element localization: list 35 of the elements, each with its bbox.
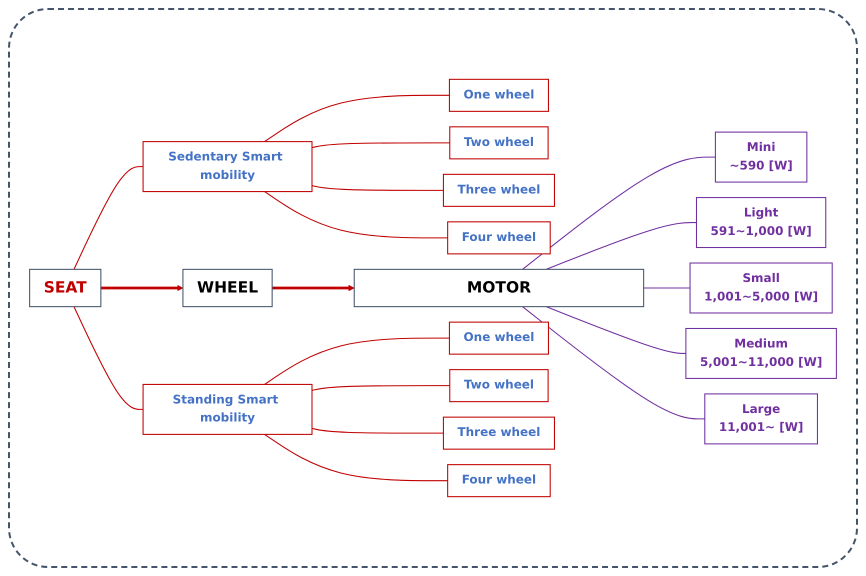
node-box: MOTOR	[354, 268, 644, 308]
node-box: Small 1,001~5,000 [W]	[690, 262, 833, 314]
connector	[522, 306, 705, 420]
node-box: One wheel	[448, 78, 549, 112]
node-box: Four wheel	[447, 221, 551, 254]
connector	[264, 191, 448, 238]
node-box: Standing Smart mobility	[142, 384, 313, 435]
node-box: Large 11,001~ [W]	[704, 393, 818, 444]
connector	[264, 94, 450, 142]
node-box: Mini ~590 [W]	[714, 132, 808, 183]
connector	[264, 434, 448, 482]
node-box: Sedentary Smart mobility	[142, 141, 313, 192]
connector	[522, 156, 716, 270]
connector	[644, 287, 690, 289]
connector	[546, 222, 696, 270]
connector	[312, 185, 444, 191]
node-box: Medium 5,001~11,000 [W]	[685, 328, 837, 379]
node-box: SEAT	[29, 268, 102, 308]
node-box: Light 591~1,000 [W]	[696, 197, 826, 248]
connector	[546, 306, 686, 354]
node-box: Two wheel	[449, 369, 549, 402]
connector	[73, 166, 144, 270]
connector	[312, 385, 450, 391]
node-box: WHEEL	[182, 268, 273, 308]
arrow	[100, 284, 184, 292]
node-box: Two wheel	[449, 126, 549, 160]
node-box: Four wheel	[447, 464, 551, 498]
connector	[264, 338, 450, 385]
connector	[312, 142, 450, 148]
node-box: Three wheel	[442, 416, 555, 450]
arrow	[272, 284, 354, 292]
connector	[73, 306, 144, 410]
connector	[312, 428, 444, 434]
node-box: Three wheel	[442, 174, 555, 207]
node-box: One wheel	[448, 322, 549, 355]
